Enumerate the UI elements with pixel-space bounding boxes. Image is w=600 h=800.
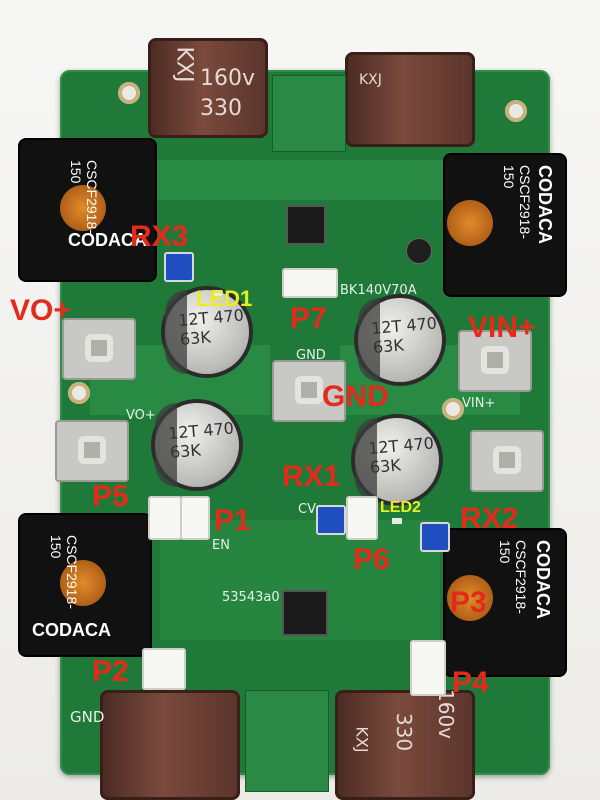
connector-p1 (180, 496, 210, 540)
silk-bottom-gnd: GND (70, 708, 105, 726)
inductor-model: CSCF2918-150 (501, 165, 533, 239)
inductor-model: CSCF2918-150 (48, 535, 80, 609)
module-board-bottom (245, 690, 329, 792)
inductor-top-left: CODACA CSCF2918-150 (20, 140, 155, 280)
terminal-vo-plus (62, 318, 136, 380)
controller-ic-bottom (282, 590, 328, 636)
capacitor-small-3: 12T 470 63K (155, 403, 239, 487)
controller-ic-top (286, 205, 326, 245)
inductor-coil (447, 200, 493, 246)
inductor-model: CSCF2918-150 (497, 540, 529, 614)
terminal-vin-plus (458, 330, 532, 392)
terminal-gnd (272, 360, 346, 422)
electrolytic-capacitor-bottom-right: 160v 330 KXJ (335, 689, 475, 800)
capacitor-small-2: 12T 470 63K (358, 298, 442, 382)
label-rx2: RX2 (460, 502, 519, 535)
silk-serial: 53543a0 (222, 590, 280, 605)
terminal-vo-plus-2 (55, 420, 129, 482)
cap-label: 12T 470 63K (177, 305, 245, 349)
silk-board-code: BK140V70A (340, 283, 417, 298)
silk-cv: CV (298, 502, 316, 517)
module-board-top (272, 75, 346, 152)
silk-vin-plus: VIN+ (462, 396, 496, 411)
cap-capacity: 330 (200, 96, 242, 121)
mounting-hole (118, 82, 140, 104)
label-led1: LED1 (196, 286, 253, 311)
inductor-bottom-right: CODACA CSCF2918-150 (445, 530, 565, 675)
label-gnd: GND (322, 380, 389, 413)
cap-brand: KXJ (359, 72, 382, 88)
inductor-brand: CODACA (32, 620, 111, 640)
label-p2: P2 (92, 655, 129, 688)
inductor-model: CSCF2918-150 (68, 160, 100, 234)
label-p1: P1 (214, 504, 251, 537)
mounting-hole (505, 100, 527, 122)
label-p6: P6 (353, 543, 390, 576)
inductor-top-right: CODACA CSCF2918-150 (445, 155, 565, 295)
electrolytic-capacitor-top-right: KXJ (345, 52, 475, 147)
capacitor-small-4: 12T 470 63K (355, 418, 439, 502)
silk-vo-plus: VO+ (126, 408, 156, 423)
cap-brand: KXJ (352, 726, 372, 753)
electrolytic-capacitor-top-left: KXJ 160v 330 (148, 38, 268, 138)
label-p5: P5 (92, 480, 129, 513)
connector-p7 (282, 268, 338, 298)
cap-label: 12T 470 63K (367, 433, 435, 477)
label-p4: P4 (452, 666, 489, 699)
electrolytic-capacitor-bottom-left (100, 690, 240, 800)
label-rx3: RX3 (130, 220, 189, 253)
mounting-hole (442, 398, 464, 420)
potentiometer-rx3 (164, 252, 194, 282)
silk-gnd: GND (296, 348, 326, 363)
inductor-brand: CODACA (68, 230, 147, 250)
inductor-coil (60, 560, 106, 606)
label-p7: P7 (290, 302, 327, 335)
cap-voltage: 160v (200, 66, 256, 91)
potentiometer-rx2 (420, 522, 450, 552)
connector-p6 (346, 496, 378, 540)
inductor-coil (60, 185, 106, 231)
capacitor-small-1: 12T 470 63K (165, 290, 249, 374)
led-1 (212, 290, 222, 296)
potentiometer-rx1 (316, 505, 346, 535)
led-2 (392, 518, 402, 524)
mounting-hole (68, 382, 90, 404)
inductor-brand: CODACA (535, 165, 555, 244)
label-led2: LED2 (380, 499, 421, 516)
inductor-bottom-left: CODACA CSCF2918-150 (20, 515, 150, 655)
cap-label: 12T 470 63K (370, 313, 438, 357)
connector-p4 (410, 640, 446, 696)
label-rx1: RX1 (282, 460, 341, 493)
label-vo-plus: VO+ (10, 294, 71, 327)
cap-capacity: 330 (392, 712, 417, 752)
copper-trace (150, 160, 450, 200)
connector-p5 (148, 496, 182, 540)
label-vin-plus: VIN+ (468, 311, 536, 344)
inductor-brand: CODACA (533, 540, 553, 619)
terminal-vin-plus-2 (470, 430, 544, 492)
inductor-coil (447, 575, 493, 621)
silk-en: EN (212, 538, 230, 553)
inductor-small (406, 238, 432, 264)
cap-label: 12T 470 63K (167, 418, 235, 462)
label-p3: P3 (450, 586, 487, 619)
connector-p2 (142, 648, 186, 690)
cap-brand: KXJ (171, 46, 197, 83)
